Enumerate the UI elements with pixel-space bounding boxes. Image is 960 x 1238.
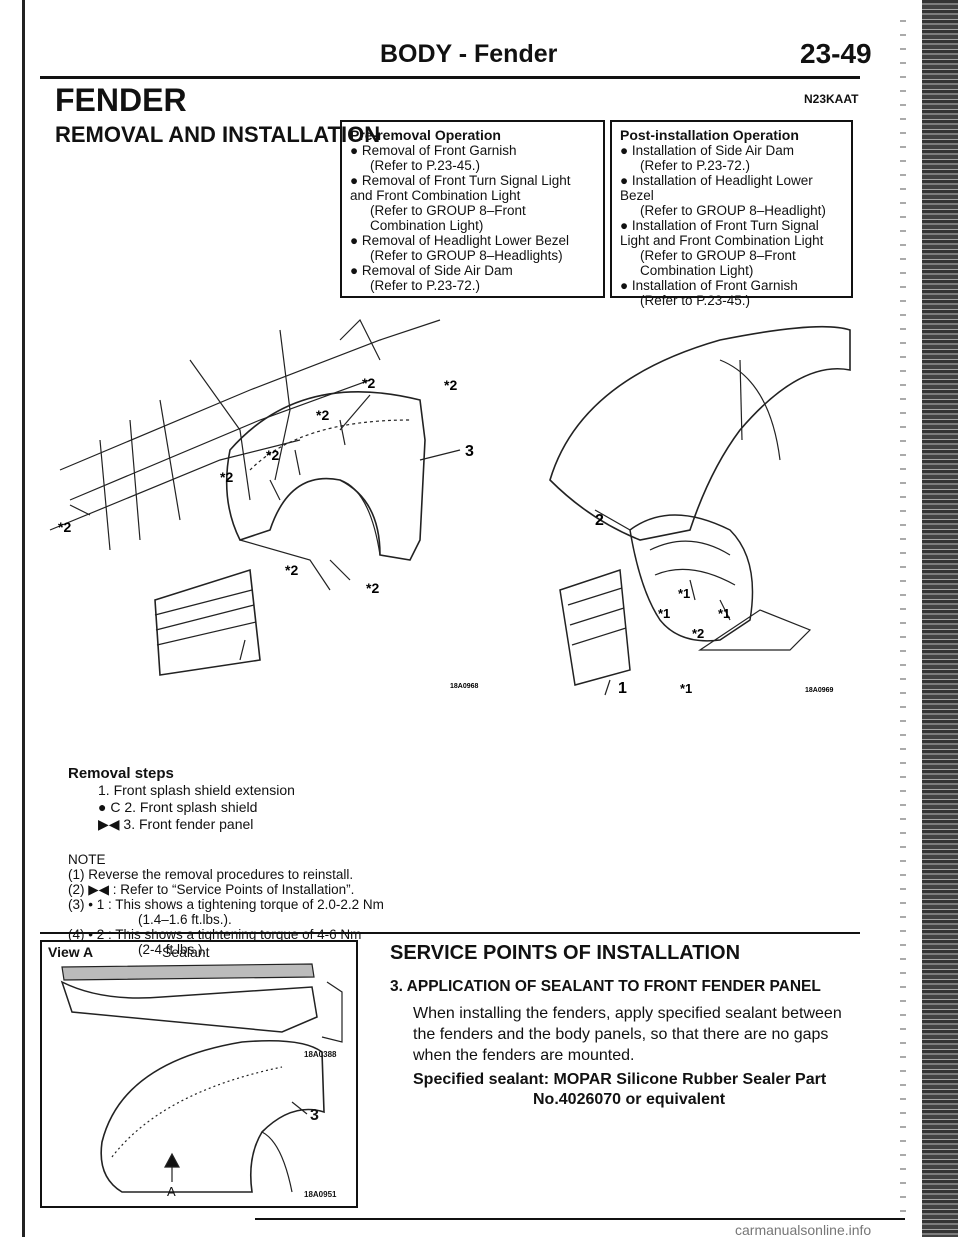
callout-label: *1	[678, 586, 690, 601]
specified-sealant: Specified sealant: MOPAR Silicone Rubber…	[413, 1070, 853, 1110]
service-points-subtitle: 3. APPLICATION OF SEALANT TO FRONT FENDE…	[390, 978, 821, 995]
removal-step: ● C 2. Front splash shield	[98, 799, 258, 815]
figure-code: 18A0388	[304, 1050, 337, 1059]
note-line: (3) • 1 : This shows a tightening torque…	[68, 897, 384, 912]
callout-label: 3	[310, 1107, 319, 1124]
pre-removal-item: ● Removal of Front Turn Signal Light and…	[350, 173, 571, 203]
callout-label: *2	[58, 519, 71, 535]
callout-label: *2	[366, 580, 379, 596]
view-a-label: View A	[48, 944, 94, 960]
pre-removal-item: ● Removal of Headlight Lower Bezel	[350, 233, 570, 248]
note-line: (1.4–1.6 ft.lbs.).	[138, 912, 232, 927]
post-installation-box: Post-installation Operation ● Installati…	[610, 120, 853, 308]
callout-label: 2	[595, 512, 604, 529]
scan-edge-right	[922, 0, 958, 1237]
watermark: carmanualsonline.info	[735, 1222, 872, 1238]
post-installation-item: ● Installation of Headlight Lower Bezel	[620, 173, 813, 203]
figure-code: 18A0951	[304, 1190, 337, 1199]
service-points-title: SERVICE POINTS OF INSTALLATION	[390, 942, 741, 964]
sealant-label: Sealant	[162, 944, 210, 960]
figure-code: 18A0968	[450, 683, 479, 690]
post-installation-item: ● Installation of Side Air Dam	[620, 143, 794, 158]
section-subtitle: REMOVAL AND INSTALLATION	[55, 122, 381, 147]
removal-step: ▶◀ 3. Front fender panel	[98, 816, 254, 832]
section-title: FENDER	[55, 82, 187, 118]
post-installation-ref: (Refer to P.23-72.)	[640, 158, 751, 173]
removal-steps: Removal steps 1. Front splash shield ext…	[68, 765, 295, 833]
section-code: N23KAAT	[804, 92, 859, 106]
service-points-body: When installing the fenders, apply speci…	[413, 1005, 842, 1064]
post-installation-ref: (Refer to P.23-45.)	[640, 293, 751, 308]
pre-removal-title: Pre-removal Operation	[350, 127, 501, 143]
pre-removal-ref: (Refer to GROUP 8–Front Combination Ligh…	[370, 203, 526, 233]
post-installation-ref: (Refer to GROUP 8–Front Combination Ligh…	[640, 248, 796, 278]
callout-label: *2	[692, 626, 704, 641]
section-divider	[40, 932, 860, 934]
post-installation-item: ● Installation of Front Garnish	[620, 278, 798, 293]
note-block: NOTE (1) Reverse the removal procedures …	[68, 852, 384, 957]
callout-label: *2	[316, 407, 329, 423]
removal-step: 1. Front splash shield extension	[98, 782, 295, 798]
fender-assembly-figure: *2 *2 *2 *2 *2 *2 *2 *2 3 18A0968	[49, 318, 479, 690]
pre-removal-ref: (Refer to P.23-45.)	[370, 158, 481, 173]
callout-label: 1	[618, 680, 627, 697]
callout-label: *2	[362, 375, 375, 391]
post-installation-ref: (Refer to GROUP 8–Headlight)	[640, 203, 826, 218]
note-title: NOTE	[68, 852, 106, 867]
page-header-title: BODY - Fender	[380, 40, 558, 68]
callout-label: *2	[220, 469, 233, 485]
callout-label: *2	[444, 377, 457, 393]
pre-removal-box: Pre-removal Operation ● Removal of Front…	[340, 120, 605, 298]
note-line: (2-4 ft.lbs.).	[138, 942, 207, 957]
note-line: (1) Reverse the removal procedures to re…	[68, 867, 354, 882]
callout-label: 3	[465, 443, 474, 460]
pre-removal-ref: (Refer to GROUP 8–Headlights)	[370, 248, 563, 263]
callout-label: *1	[658, 606, 670, 621]
figure-code: 18A0969	[805, 687, 834, 694]
scan-noise-right	[900, 20, 906, 1220]
footer-rule	[255, 1218, 905, 1220]
callout-label: *1	[718, 606, 730, 621]
callout-label: *1	[680, 681, 692, 696]
removal-steps-title: Removal steps	[68, 765, 174, 782]
post-installation-title: Post-installation Operation	[620, 127, 799, 143]
note-line: (4) • 2 : This shows a tightening torque…	[68, 927, 362, 942]
pre-removal-item: ● Removal of Side Air Dam	[350, 263, 513, 278]
specified-sealant-line: Specified sealant: MOPAR Silicone Rubber…	[413, 1071, 827, 1088]
scan-edge-left	[22, 0, 25, 1237]
callout-label: *2	[266, 447, 279, 463]
arrow-a-label: A	[167, 1184, 176, 1199]
specified-sealant-line: No.4026070 or equivalent	[533, 1091, 726, 1108]
note-line: (2) ▶◀ : Refer to “Service Points of Ins…	[68, 882, 355, 897]
header-rule	[40, 76, 860, 79]
page-number: 23-49	[800, 38, 872, 69]
view-a-figure: View A Sealant 18A0388 3 A 18A0951	[40, 940, 358, 1208]
splash-shield-figure: 2 *1 *1 *1 *2 1 *1 18A0969	[549, 325, 851, 697]
callout-label: *2	[285, 562, 298, 578]
pre-removal-ref: (Refer to P.23-72.)	[370, 278, 481, 293]
pre-removal-item: ● Removal of Front Garnish	[350, 143, 517, 158]
post-installation-item: ● Installation of Front Turn Signal Ligh…	[620, 218, 824, 248]
